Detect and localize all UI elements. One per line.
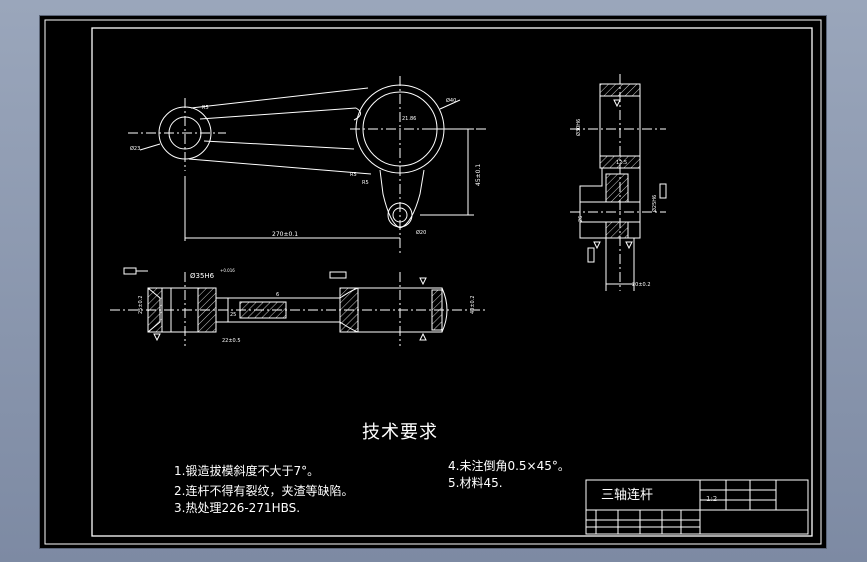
section-view: Ø35H6 +0.016 25±0.2 22±0.5 25 6 40±0.2 (110, 267, 488, 346)
front-view: 270±0.1 45±0.1 Ø23 R5 Ø40 21.86 R5 R5 Ø2… (128, 76, 488, 256)
dim-side-slot: 12.5 (616, 160, 627, 166)
engineering-drawing: 270±0.1 45±0.1 Ø23 R5 Ø40 21.86 R5 R5 Ø2… (44, 19, 822, 545)
dim-left-height: 25±0.2 (138, 295, 144, 314)
requirement-1: 1.锻造拔模斜度不大于7°。 (174, 464, 320, 478)
tolerance-frame-side (659, 183, 667, 199)
dim-side-width: 20±0.2 (632, 282, 651, 288)
dim-boss-r: R5 (350, 172, 357, 178)
part-name: 三轴连杆 (601, 488, 654, 503)
drawing-sheet: 270±0.1 45±0.1 Ø23 R5 Ø40 21.86 R5 R5 Ø2… (40, 16, 826, 548)
requirement-3: 3.热处理226-271HBS. (174, 501, 301, 515)
side-view: Ø30H6 12.5 Ø25H6 26 20±0.2 (570, 74, 667, 291)
dim-small-r: R5 (362, 180, 369, 186)
inner-border (91, 27, 813, 537)
dim-side-height: 26 (578, 216, 584, 222)
requirement-2: 2.连杆不得有裂纹，夹渣等缺陷。 (174, 484, 354, 498)
tolerance-frame-right (329, 271, 347, 279)
dim-bottom-hole: Ø20 (416, 229, 426, 236)
dim-center: 21.86 (402, 116, 416, 122)
tolerance-frame-side-bottom (587, 247, 595, 263)
dim-bore-tol: +0.016 (220, 268, 235, 273)
dim-web-len: 6 (276, 292, 279, 298)
technical-requirements-title: 技术要求 (362, 422, 438, 443)
title-block (585, 479, 809, 535)
tolerance-frame-left (123, 267, 137, 275)
dim-length: 270±0.1 (272, 231, 298, 238)
outer-border (44, 19, 822, 545)
dim-angle: R5 (202, 105, 209, 111)
dim-big-bore: Ø40 (446, 97, 456, 104)
dim-bore-fit: Ø35H6 (190, 272, 215, 280)
requirement-4: 4.未注倒角0.5×45°。 (448, 459, 570, 473)
dim-web-small: 22±0.5 (222, 338, 241, 344)
dim-right-height: 40±0.2 (470, 295, 476, 314)
scale-value: 1:2 (706, 495, 718, 503)
dim-side-pin: Ø25H6 (651, 195, 658, 212)
dim-small-hole: Ø23 (130, 145, 140, 152)
dim-side-bore: Ø30H6 (575, 119, 582, 136)
dim-vertical: 45±0.1 (475, 164, 482, 186)
requirement-5: 5.材料45. (448, 476, 503, 490)
dim-left-thick: 25 (230, 312, 236, 318)
